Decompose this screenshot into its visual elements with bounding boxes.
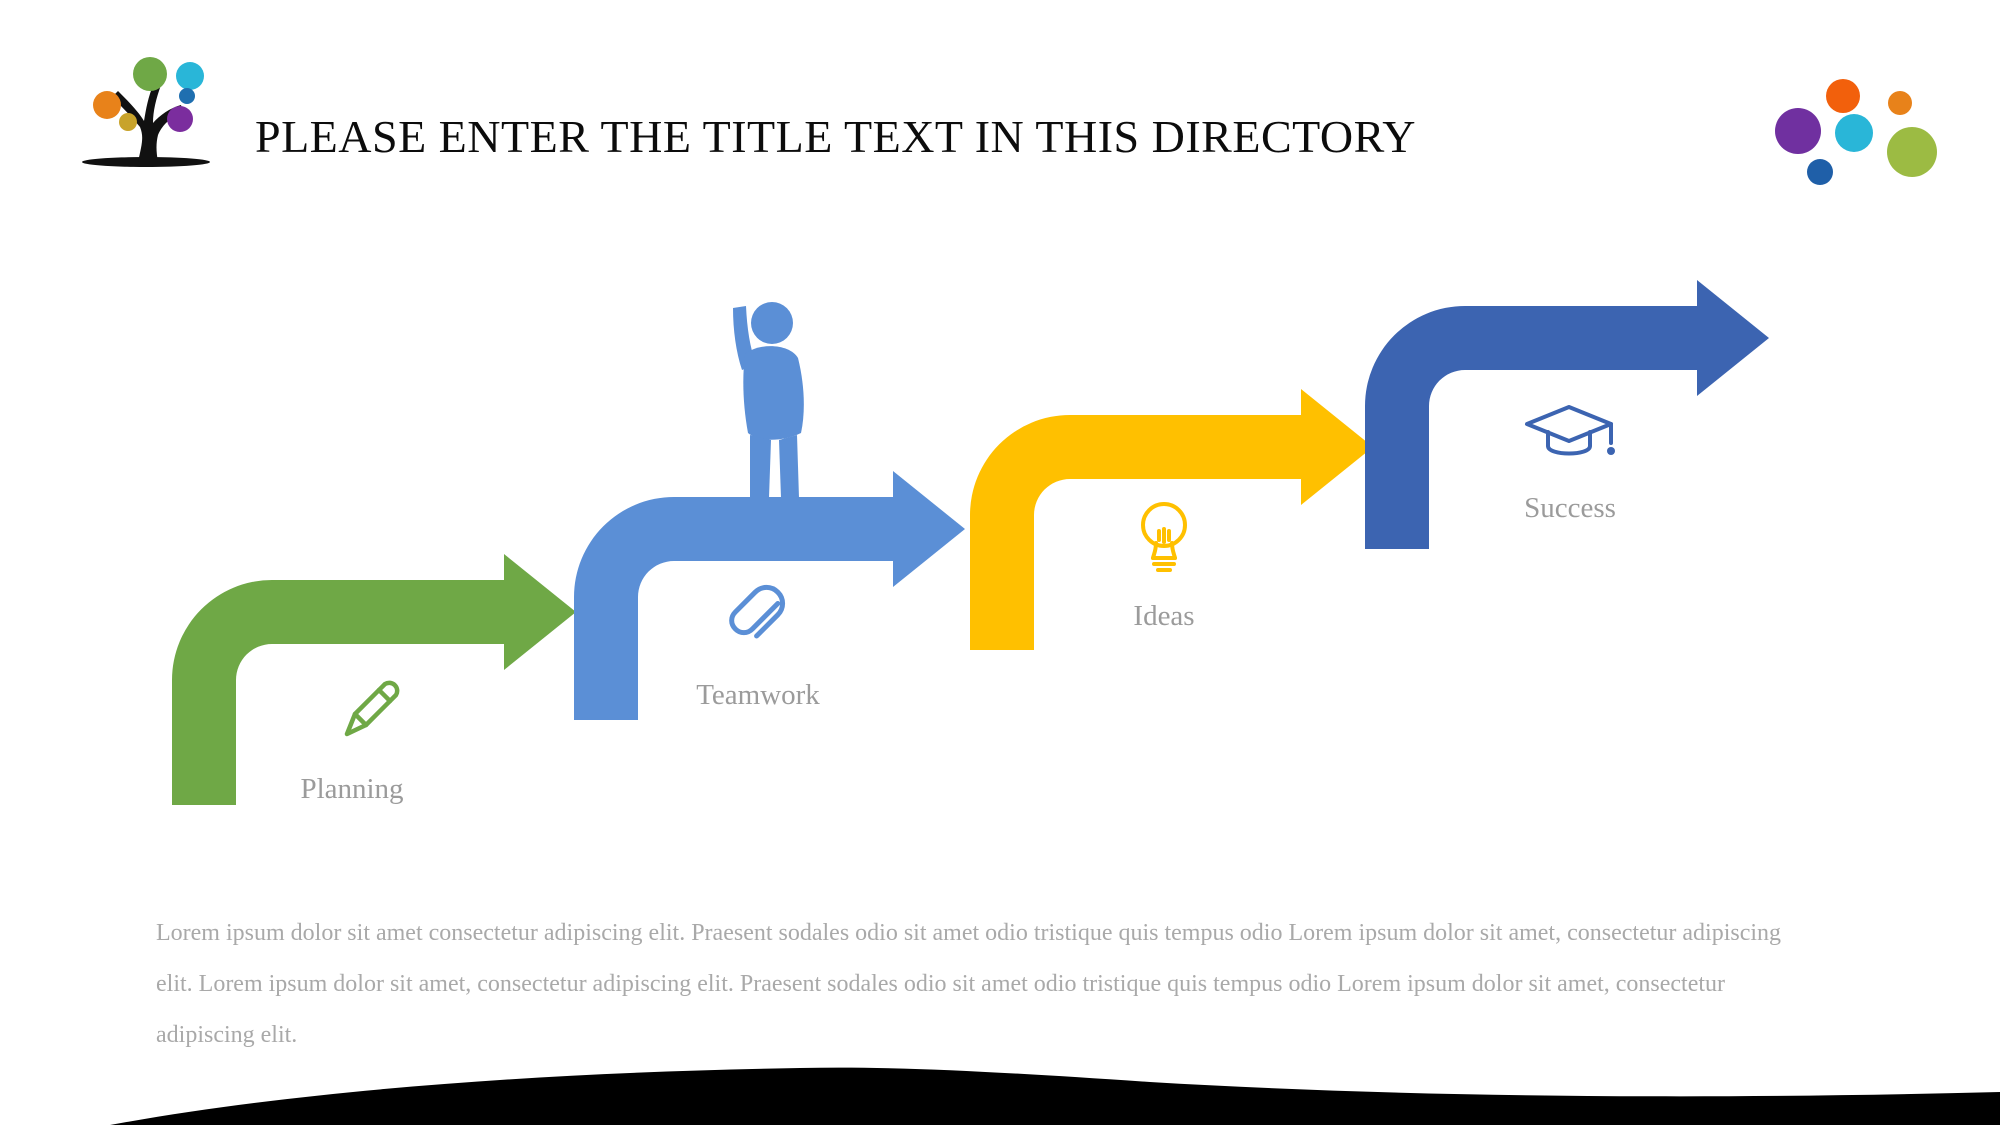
corner-dot-blue (1807, 159, 1833, 185)
tree-dot-olive (119, 113, 137, 131)
corner-dot-orange (1826, 79, 1860, 113)
arrow-teamwork (574, 471, 965, 720)
tree-dot-cyan (176, 62, 204, 90)
tree-dot-purple (167, 106, 193, 132)
tree-dot-green (133, 57, 167, 91)
step-label-planning: Planning (300, 773, 404, 805)
step-label-teamwork: Teamwork (696, 679, 820, 711)
arrow-planning (172, 554, 576, 805)
corner-dot-cyan (1835, 114, 1873, 152)
pencil-icon (344, 680, 400, 737)
lightbulb-icon (1141, 502, 1187, 572)
person-icon (733, 302, 804, 498)
slide-title: PLEASE ENTER THE TITLE TEXT IN THIS DIRE… (255, 111, 1416, 162)
graduation-cap-icon (1525, 405, 1615, 456)
tassel-dot (1607, 447, 1615, 455)
tree-dot-blue (179, 88, 195, 104)
corner-dots-logo (1775, 79, 1937, 185)
corner-dot-purple (1775, 108, 1821, 154)
arrow-success (1365, 280, 1769, 549)
tree-dot-orange (93, 91, 121, 119)
step-label-ideas: Ideas (1133, 600, 1195, 632)
corner-dot-green (1887, 127, 1937, 177)
tree-trunk (112, 83, 183, 162)
body-text: Lorem ipsum dolor sit amet consectetur a… (156, 920, 1782, 1048)
step-label-success: Success (1524, 492, 1616, 524)
paperclip-icon (729, 584, 786, 639)
tree-logo (82, 57, 210, 167)
arrow-ideas (970, 389, 1373, 650)
corner-dot-orange-small (1888, 91, 1912, 115)
